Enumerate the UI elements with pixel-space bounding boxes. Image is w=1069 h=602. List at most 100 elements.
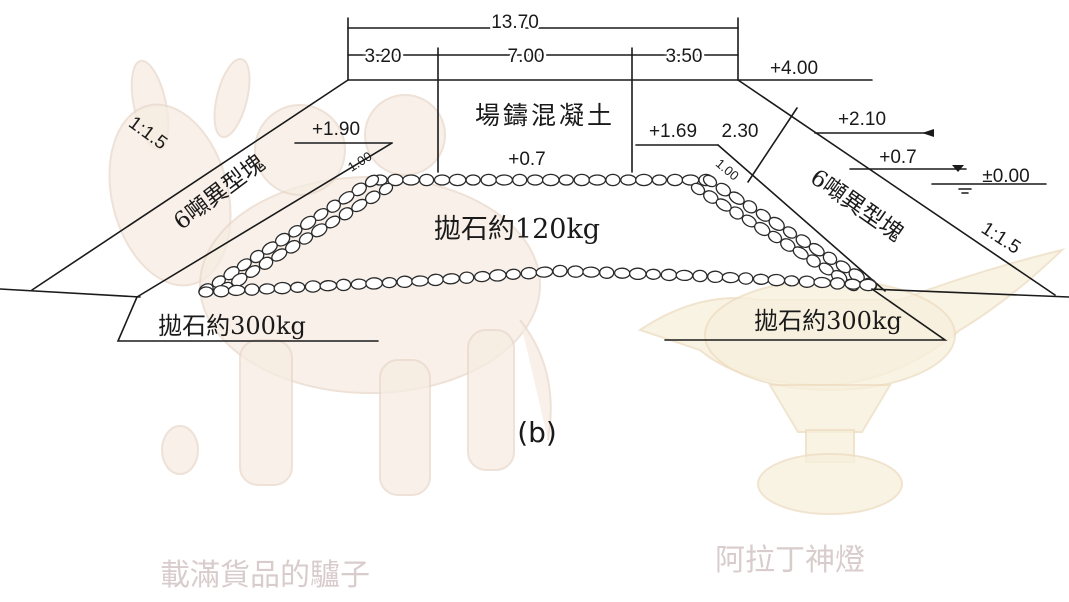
- ground-line-left: [0, 288, 141, 298]
- rock: [782, 226, 798, 239]
- rock: [465, 174, 481, 186]
- rock: [364, 174, 380, 188]
- left-armor-elevation-label: +1.90: [312, 119, 360, 140]
- rock: [707, 270, 724, 284]
- rock: [613, 267, 631, 279]
- rock: [783, 275, 800, 287]
- left-toe-outline: [116, 296, 379, 342]
- right-outer-slope: [737, 79, 1056, 296]
- rock: [552, 264, 568, 278]
- rock: [298, 232, 314, 245]
- core-top-elevation-label: +0.7: [508, 149, 546, 170]
- rock: [396, 275, 413, 289]
- rock: [512, 173, 528, 187]
- rock: [433, 174, 451, 186]
- rock: [829, 277, 846, 290]
- datum-label: ±0.00: [982, 166, 1029, 187]
- rock: [427, 273, 444, 287]
- rock: [573, 173, 591, 187]
- rock: [273, 281, 292, 295]
- rock: [244, 283, 260, 296]
- rock: [495, 174, 514, 186]
- rock: [721, 271, 740, 284]
- rock-layer: [198, 173, 878, 298]
- rock: [350, 278, 368, 290]
- rock: [628, 267, 647, 281]
- core-label: 拋石約120kg: [434, 214, 600, 245]
- rock: [520, 266, 538, 280]
- figure-label: (b): [517, 416, 557, 449]
- rock: [288, 224, 303, 238]
- ground-line-right: [869, 288, 1069, 298]
- rock: [752, 273, 770, 285]
- rock: [813, 276, 832, 289]
- rock: [651, 174, 668, 186]
- rock: [488, 269, 507, 282]
- rock: [505, 268, 521, 280]
- armor-thickness-dimension-line: [747, 107, 798, 183]
- concrete-label: 場鑄混凝土: [475, 101, 615, 130]
- rock: [442, 273, 460, 285]
- rock: [605, 173, 621, 187]
- slope-right-label: 1:1.5: [977, 218, 1024, 259]
- rock: [227, 284, 246, 297]
- rock: [635, 173, 653, 187]
- rock: [402, 174, 420, 186]
- high-tide-label: +2.10: [838, 109, 886, 130]
- rock: [541, 173, 560, 187]
- rock: [473, 270, 491, 283]
- watermark-left-text: 載滿貨品的驢子: [160, 558, 370, 593]
- lamp-watermark: [637, 248, 1066, 515]
- rock: [675, 269, 694, 282]
- crest-elevation-label: +4.00: [770, 58, 818, 79]
- rock: [702, 174, 718, 188]
- rock: [859, 278, 877, 292]
- toe-right-label: 拋石約300kg: [754, 307, 902, 335]
- rock: [326, 199, 341, 213]
- rock: [304, 280, 322, 293]
- mid-tide-label: +0.7: [879, 147, 917, 168]
- rock: [767, 273, 786, 287]
- segment-right-label: 3.50: [666, 46, 703, 67]
- rock: [822, 251, 838, 265]
- rock: [258, 256, 274, 270]
- mid-tide-triangle-icon: [952, 165, 964, 172]
- rock: [582, 266, 600, 278]
- rock: [480, 173, 497, 187]
- rock: [198, 286, 214, 298]
- rock: [666, 173, 684, 187]
- rock: [448, 173, 467, 187]
- rock: [338, 207, 354, 221]
- rock: [692, 269, 708, 283]
- rock: [365, 277, 383, 290]
- right-inner-armor-line: [717, 144, 886, 292]
- rock: [213, 284, 230, 298]
- rock: [378, 182, 394, 196]
- rock: [535, 266, 554, 278]
- rock: [411, 275, 429, 287]
- rock: [335, 278, 352, 292]
- rock: [290, 281, 306, 293]
- rock: [738, 272, 754, 285]
- rock: [620, 174, 637, 186]
- rock-thickness-right-label: 1.00: [713, 156, 742, 184]
- segment-left-label: 3.20: [365, 46, 402, 67]
- rock: [319, 280, 338, 292]
- overall-width-label: 13.70: [491, 12, 539, 33]
- rock: [645, 268, 661, 280]
- watermark-right-text: 阿拉丁神燈: [715, 543, 865, 578]
- rock: [381, 276, 398, 289]
- rock: [599, 266, 615, 279]
- segment-mid-label: 7.00: [508, 46, 545, 67]
- rock: [459, 271, 475, 284]
- rock: [844, 278, 861, 290]
- rock: [558, 174, 574, 186]
- rock: [798, 275, 816, 288]
- left-inner-armor-line: [136, 142, 393, 298]
- rock: [660, 268, 678, 282]
- rock: [418, 173, 435, 187]
- rock: [742, 200, 758, 214]
- rock: [258, 283, 276, 295]
- toe-left-label: 拋石約300kg: [158, 312, 306, 340]
